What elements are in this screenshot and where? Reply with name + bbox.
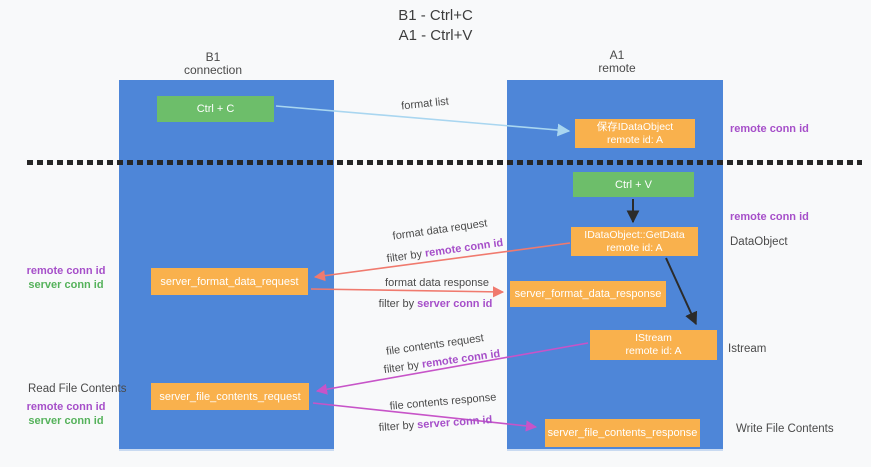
annotation-remote-conn-id-left-bottom: remote conn id (26, 401, 106, 413)
box-ctrl-v: Ctrl + V (573, 172, 694, 197)
box-server-file-contents-request-label: server_file_contents_request (159, 390, 301, 403)
filter-key-server-conn-id-1: server conn id (417, 298, 493, 310)
box-istream-line1: IStream (635, 332, 672, 344)
box-server-file-contents-request: server_file_contents_request (151, 383, 309, 410)
filter-prefix-4: filter by (378, 419, 418, 434)
lane-a1-role: remote (598, 61, 636, 75)
annotation-dataobject: DataObject (730, 236, 788, 248)
annotation-remote-conn-id-right-top: remote conn id (730, 123, 809, 135)
box-getdata-line1: IDataObject::GetData (584, 228, 685, 241)
filter-key-remote-conn-id-1: remote conn id (424, 236, 504, 260)
label-filter-server-2: filter by server conn id (368, 413, 504, 434)
box-ctrl-c-label: Ctrl + C (196, 103, 235, 115)
filter-prefix-2: filter by (378, 298, 418, 310)
lane-b1-name: B1 (205, 50, 221, 64)
label-file-contents-response: file contents response (389, 391, 497, 413)
box-getdata-line2: remote id: A (606, 241, 663, 254)
box-save-idataobject: 保存IDataObject remote id: A (575, 119, 695, 148)
filter-key-server-conn-id-2: server conn id (416, 414, 493, 432)
box-ctrl-v-label: Ctrl + V (615, 178, 652, 191)
box-server-format-data-response-label: server_format_data_response (514, 288, 662, 300)
box-server-format-data-request: server_format_data_request (151, 268, 308, 295)
label-format-data-response: format data response (385, 277, 489, 289)
label-format-list: format list (400, 95, 450, 113)
box-idataobject-getdata: IDataObject::GetData remote id: A (571, 227, 698, 256)
annotation-conn-ids-left-top: remote conn id server conn id (20, 264, 112, 292)
box-server-format-data-request-label: server_format_data_request (160, 275, 299, 288)
lane-header-b1: B1 connection (143, 51, 283, 77)
box-server-file-contents-response-label: server_file_contents_response (547, 427, 698, 439)
arrow-format-data-response (310, 286, 505, 298)
lane-a1-name: A1 (609, 48, 625, 62)
lane-b1-role: connection (183, 63, 243, 77)
annotation-read-file-contents: Read File Contents (28, 383, 127, 395)
box-server-file-contents-response: server_file_contents_response (545, 419, 700, 447)
box-istream: IStream remote id: A (590, 330, 717, 360)
annotation-istream: Istream (728, 343, 767, 355)
title-line-2: A1 - Ctrl+V (398, 27, 473, 44)
annotation-write-file-contents: Write File Contents (736, 423, 834, 435)
lane-header-a1: A1 remote (547, 49, 687, 75)
filter-prefix-1: filter by (386, 247, 426, 266)
annotation-remote-conn-id-left-top: remote conn id (26, 265, 106, 277)
annotation-remote-conn-id-right-mid: remote conn id (730, 211, 809, 223)
filter-prefix-3: filter by (383, 358, 423, 377)
diagram-title: B1 - Ctrl+C A1 - Ctrl+V (0, 6, 871, 46)
box-ctrl-c: Ctrl + C (157, 96, 274, 122)
box-istream-line2: remote id: A (625, 345, 682, 357)
annotation-conn-ids-left-bottom: remote conn id server conn id (20, 400, 112, 428)
annotation-server-conn-id-left-bottom: server conn id (28, 415, 104, 427)
box-save-idataobject-line2: remote id: A (606, 133, 664, 146)
title-line-1: B1 - Ctrl+C (398, 7, 473, 24)
box-server-format-data-response: server_format_data_response (510, 281, 666, 307)
annotation-server-conn-id-left-top: server conn id (28, 279, 104, 291)
label-filter-server-1: filter by server conn id (368, 298, 503, 310)
box-save-idataobject-line1: 保存IDataObject (596, 120, 674, 133)
phase-separator-line (27, 160, 862, 165)
